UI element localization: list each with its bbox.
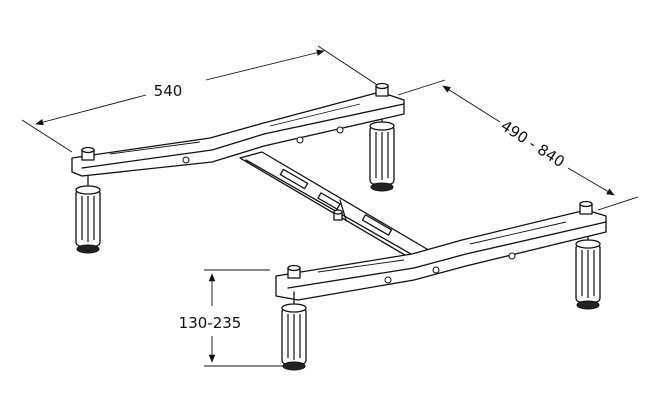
width-label: 490 - 840 [498, 117, 568, 171]
dimension-line-upper [442, 85, 501, 123]
dimension-line-right [205, 49, 325, 81]
foot-back-right [369, 109, 395, 192]
dimension-height: 130-235 [179, 269, 292, 367]
extension-line-left [21, 119, 73, 153]
length-label: 540 [154, 82, 183, 100]
dimension-line-lower [567, 167, 615, 196]
dimension-length: 540 [21, 45, 386, 153]
foot-back-left [75, 169, 101, 254]
extension-line-top [397, 79, 446, 96]
rear-crossbeam [71, 82, 405, 177]
dimension-width: 490 - 840 [397, 79, 639, 211]
foot-front-right [575, 225, 601, 310]
extension-line-right [317, 45, 386, 91]
foot-front-left [281, 291, 307, 371]
height-label: 130-235 [179, 314, 242, 332]
extension-line-bottom [597, 196, 639, 211]
front-crossbeam [275, 200, 607, 301]
telescopic-centre-bar [239, 151, 433, 259]
dimension-line-left [35, 94, 147, 126]
